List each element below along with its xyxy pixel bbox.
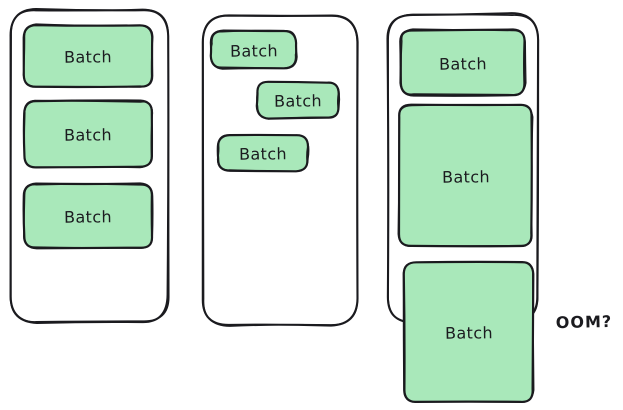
batch-rect-outline-0-1 — [23, 99, 154, 169]
container-outline-b-0 — [9, 8, 170, 323]
batch-block[interactable] — [22, 23, 154, 89]
batch-block[interactable] — [255, 80, 341, 120]
batch-rect-outline-1-2 — [216, 134, 310, 172]
batch-rect-outline-2-1 — [397, 104, 534, 248]
container-small-batches — [201, 14, 359, 327]
batch-block[interactable] — [399, 28, 527, 97]
batch-block[interactable] — [216, 133, 310, 173]
batch-rect-outline-2-0 — [400, 28, 527, 96]
batch-rect-fill-0-1[interactable] — [22, 99, 154, 169]
batch-rect-outline-2-2 — [402, 261, 535, 403]
batch-block[interactable] — [402, 260, 535, 404]
batch-rect-outline-1-1 — [256, 81, 341, 120]
batch-rect-fill-1-2[interactable] — [216, 133, 310, 173]
batch-block[interactable] — [22, 182, 154, 250]
batch-rect-outline-1-0 — [210, 29, 297, 69]
container-uniform-batches — [9, 8, 170, 324]
batch-block[interactable] — [209, 29, 298, 70]
batch-block[interactable] — [22, 99, 154, 169]
batch-block[interactable] — [397, 103, 534, 248]
batch-rect-fill-1-1[interactable] — [255, 80, 340, 120]
batch-rect-fill-2-1[interactable] — [397, 103, 533, 248]
batch-rect-outline-0-2 — [23, 183, 153, 249]
batch-rect-outline-0-0 — [22, 23, 154, 88]
batch-rect-fill-2-0[interactable] — [399, 28, 526, 97]
container-outline-b-1 — [202, 14, 359, 327]
batch-rect-fill-0-2[interactable] — [22, 182, 154, 250]
batch-rect-fill-0-0[interactable] — [22, 24, 154, 89]
batch-rect-fill-1-0[interactable] — [209, 29, 298, 70]
batch-rect-fill-2-2[interactable] — [402, 260, 535, 404]
